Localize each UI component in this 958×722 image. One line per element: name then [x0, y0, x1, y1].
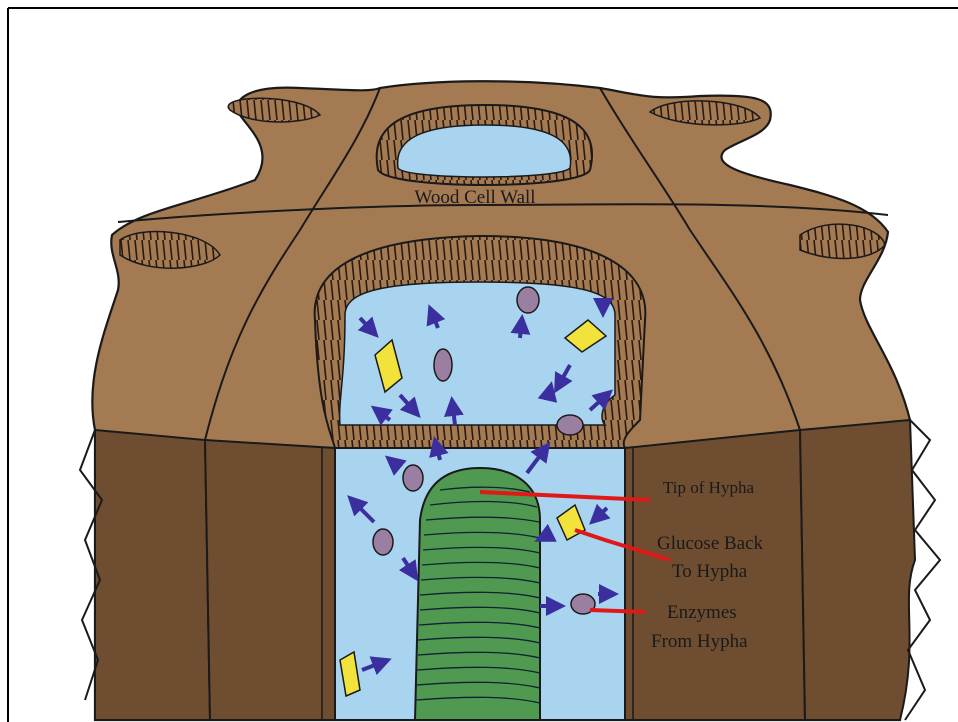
label-glucose-line2: To Hypha — [672, 561, 748, 582]
enzyme — [403, 465, 423, 491]
wood-front-midleft — [205, 440, 335, 720]
wood-front-right — [800, 420, 915, 720]
enzyme — [517, 287, 539, 313]
enzyme — [373, 529, 393, 555]
enzyme — [557, 415, 583, 435]
label-enzymes-line1: Enzymes — [667, 602, 737, 623]
label-tip-of-hypha: Tip of Hypha — [663, 478, 754, 497]
pointer-enzymes — [590, 610, 645, 612]
wood-front-left — [95, 430, 210, 720]
label-wood-cell-wall: Wood Cell Wall — [414, 187, 535, 208]
label-glucose-line1: Glucose Back — [657, 533, 764, 554]
hypha — [415, 468, 540, 720]
enzyme — [434, 349, 452, 381]
label-enzymes-line2: From Hypha — [651, 631, 748, 652]
upper-cell-lumen — [398, 125, 571, 177]
